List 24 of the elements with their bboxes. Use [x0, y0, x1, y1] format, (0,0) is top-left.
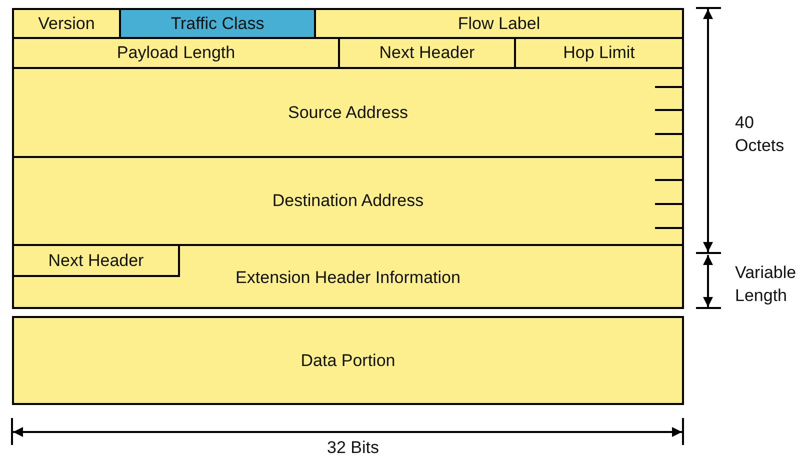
field-label: Destination Address [272, 191, 424, 211]
field-label: Hop Limit [563, 43, 635, 63]
field-label: Flow Label [458, 14, 540, 34]
header-field [514, 37, 684, 69]
dimension-label: Variable Length [735, 262, 798, 307]
header-field [314, 8, 684, 39]
header-field [12, 244, 180, 277]
field-label: Version [38, 14, 95, 34]
header-field [12, 37, 340, 69]
field-label: Payload Length [116, 43, 236, 63]
field-label: Data Portion [300, 350, 396, 370]
header-field [338, 37, 516, 69]
header-field [12, 244, 684, 309]
field-label: Next Header [48, 250, 144, 270]
header-field [12, 316, 684, 405]
field-label: Source Address [288, 102, 408, 122]
header-field [12, 67, 684, 158]
header-field [12, 8, 121, 39]
header-field [12, 156, 684, 246]
header-field [119, 8, 316, 39]
field-label: Next Header [379, 43, 475, 63]
field-label: Traffic Class [170, 14, 264, 34]
dimension-label: 40 Octets [735, 112, 786, 157]
field-label: Extension Header Information [236, 268, 460, 288]
